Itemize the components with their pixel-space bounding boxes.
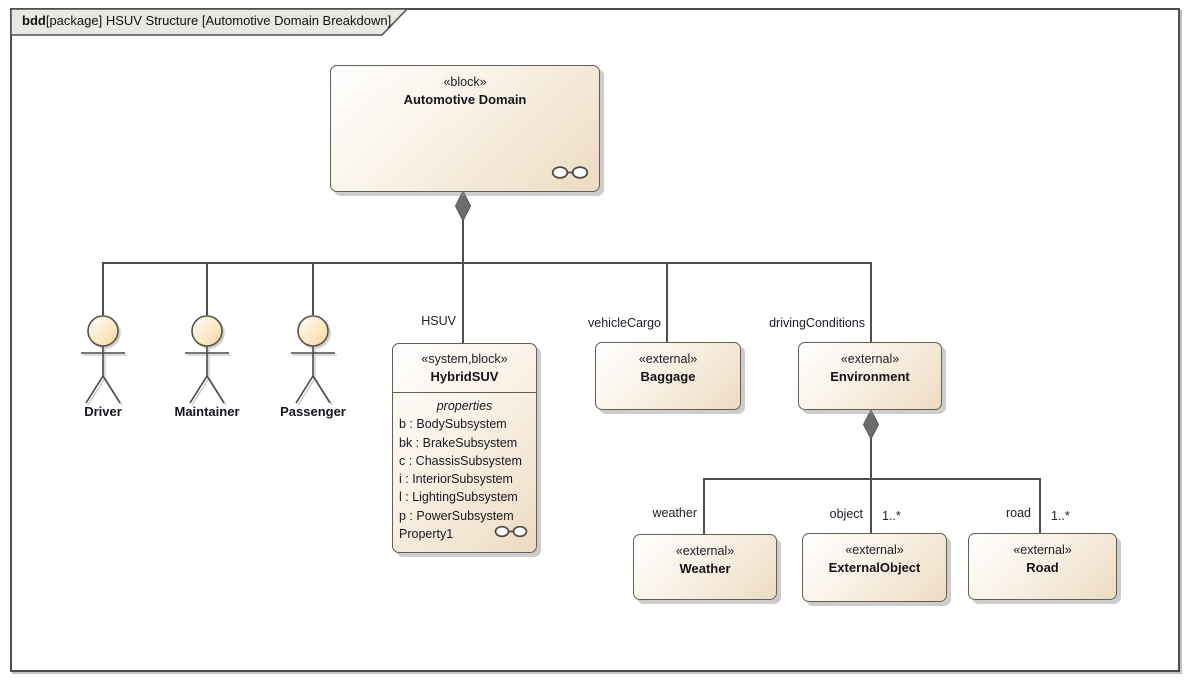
actor-maintainer[interactable] [172, 313, 242, 405]
connector-environment-stem [870, 438, 872, 479]
block-hybrid-suv[interactable]: «system,block» HybridSUV properties b : … [392, 343, 537, 553]
block-baggage-name: Baggage [640, 369, 696, 384]
block-baggage-stereotype: «external» [638, 352, 698, 366]
block-environment-stereotype: «external» [840, 352, 900, 366]
property-item: Property1 [399, 527, 454, 542]
block-environment-name: Environment [830, 369, 910, 384]
role-label-weather: weather [652, 506, 697, 520]
connector-drop-maintainer [206, 262, 208, 315]
block-road-stereotype: «external» [1013, 543, 1072, 557]
property-item: bk : BrakeSubsystem [399, 435, 518, 450]
connector-drop-environment [870, 262, 872, 342]
block-external-object[interactable]: «external» ExternalObject [802, 533, 947, 602]
block-baggage[interactable]: «external» Baggage [595, 342, 741, 410]
block-external-object-name: ExternalObject [828, 560, 921, 575]
actor-maintainer-label: Maintainer [174, 404, 240, 419]
block-weather[interactable]: «external» Weather [633, 534, 777, 600]
structure-link-icon [494, 525, 528, 538]
block-weather-stereotype: «external» [675, 544, 735, 558]
connector-drop-passenger [312, 262, 314, 315]
property-item: i : InteriorSubsystem [399, 472, 513, 487]
block-automotive-domain-name: Automotive Domain [403, 92, 527, 107]
connector-drop-external-object [870, 478, 872, 534]
role-label-vehicle-cargo: vehicleCargo [588, 316, 661, 330]
property-item: b : BodySubsystem [399, 417, 507, 432]
role-label-hsuv: HSUV [421, 314, 456, 328]
actor-passenger-label: Passenger [280, 404, 346, 419]
role-label-driving-conditions: drivingConditions [769, 316, 865, 330]
connector-drop-hsuv [462, 262, 464, 343]
properties-compartment-title: properties [436, 399, 493, 413]
diagram-title-tab [10, 8, 409, 36]
structure-link-icon [551, 166, 589, 179]
diagram-title-text: [package] HSUV Structure [Automotive Dom… [45, 13, 392, 28]
block-road[interactable]: «external» Road [968, 533, 1117, 600]
connector-automotive-domain-stem [462, 220, 464, 264]
diagram-title: bdd[package] HSUV Structure [Automotive … [22, 13, 391, 28]
actor-driver-label: Driver [84, 404, 122, 419]
block-hybrid-suv-stereotype: «system,block» [421, 352, 508, 366]
multiplicity-label-road: 1..* [1051, 509, 1070, 523]
property-item: l : LightingSubsystem [399, 490, 518, 505]
connector-drop-road [1039, 478, 1041, 534]
block-automotive-domain[interactable]: «block» Automotive Domain [330, 65, 600, 192]
actor-passenger[interactable] [278, 313, 348, 405]
role-label-object: object [829, 507, 863, 521]
connector-rail-environment [703, 478, 1041, 480]
block-hybrid-suv-name: HybridSUV [430, 369, 499, 384]
block-hybrid-suv-properties-compartment: properties b : BodySubsystem bk : BrakeS… [393, 393, 536, 543]
actor-driver[interactable] [68, 313, 138, 405]
connector-rail-top [102, 262, 872, 264]
role-label-road: road [1005, 506, 1031, 520]
property-item: c : ChassisSubsystem [399, 453, 522, 468]
block-weather-name: Weather [679, 561, 731, 576]
connector-drop-weather [703, 478, 705, 535]
composition-diamond-environment [862, 409, 880, 440]
property-item: p : PowerSubsystem [399, 508, 514, 523]
block-external-object-stereotype: «external» [845, 543, 904, 557]
multiplicity-label-object: 1..* [882, 509, 901, 523]
block-automotive-domain-stereotype: «block» [443, 75, 487, 89]
diagram-type-keyword: bdd [22, 13, 46, 28]
block-environment[interactable]: «external» Environment [798, 342, 942, 410]
connector-drop-driver [102, 262, 104, 315]
composition-diamond-automotive-domain [454, 190, 472, 222]
connector-drop-baggage [666, 262, 668, 342]
block-hybrid-suv-header: «system,block» HybridSUV [393, 344, 536, 393]
block-road-name: Road [1026, 560, 1059, 575]
